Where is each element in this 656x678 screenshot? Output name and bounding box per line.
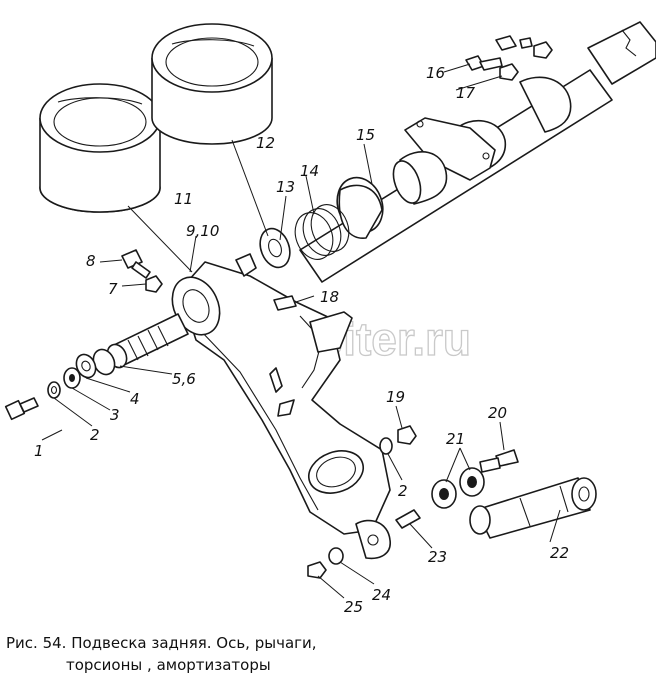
label-20: 20: [488, 404, 507, 422]
bolt-20: [479, 449, 519, 473]
label-13: 13: [276, 178, 295, 196]
exploded-view-drawing: autopiter.ru: [4, 21, 656, 616]
bolt-1: [4, 397, 39, 421]
ring-12: [151, 23, 273, 145]
label-2-second: 2: [398, 482, 408, 500]
bushing-21: [431, 467, 485, 509]
bolt-16: [465, 35, 517, 71]
nut-25: [307, 561, 327, 579]
washer-2: [47, 381, 61, 399]
label-1: 1: [34, 442, 44, 460]
pin-23: [395, 509, 421, 529]
label-3: 3: [110, 406, 120, 424]
label-19: 19: [386, 388, 405, 406]
label-16: 16: [426, 64, 445, 82]
shock-absorber-22: [469, 477, 597, 539]
washer-2b: [379, 437, 393, 455]
label-24: 24: [372, 586, 391, 604]
label-9-10: 9,10: [186, 222, 219, 240]
label-4: 4: [130, 390, 140, 408]
label-18: 18: [320, 288, 339, 306]
part-numbers: 1 2 3 4 5,6 7 8 9,10 11 12 13 14 15 16 1…: [34, 64, 569, 616]
washer-24: [328, 547, 344, 565]
label-17: 17: [456, 84, 476, 102]
caption-line-2: торсионы , амортизаторы: [66, 656, 271, 674]
spring-rings: [259, 204, 350, 269]
label-21: 21: [446, 430, 465, 448]
nut-17: [499, 37, 553, 81]
beam-tube: [299, 21, 656, 283]
label-12: 12: [256, 134, 275, 152]
caption-line-1: Рис. 54. Подвеска задняя. Ось, рычаги,: [6, 634, 317, 652]
bolt-8: [121, 249, 151, 279]
leader-lines: [41, 63, 561, 599]
nut-19: [397, 425, 417, 445]
label-15: 15: [356, 126, 375, 144]
ring-11: [39, 83, 161, 213]
nut-7: [145, 275, 163, 293]
label-7: 7: [108, 280, 118, 298]
bolt-18: [273, 295, 297, 311]
trailing-arm: [171, 253, 391, 560]
figure-caption: Рис. 54. Подвеска задняя. Ось, рычаги, т…: [6, 632, 646, 676]
label-23: 23: [428, 548, 447, 566]
washer-3: [63, 367, 81, 389]
label-22: 22: [550, 544, 569, 562]
label-11: 11: [174, 190, 193, 208]
label-5-6: 5,6: [172, 370, 196, 388]
label-25: 25: [344, 598, 363, 616]
label-14: 14: [300, 162, 319, 180]
label-2: 2: [90, 426, 100, 444]
torsion-shaft: [75, 313, 189, 379]
label-8: 8: [86, 252, 96, 270]
